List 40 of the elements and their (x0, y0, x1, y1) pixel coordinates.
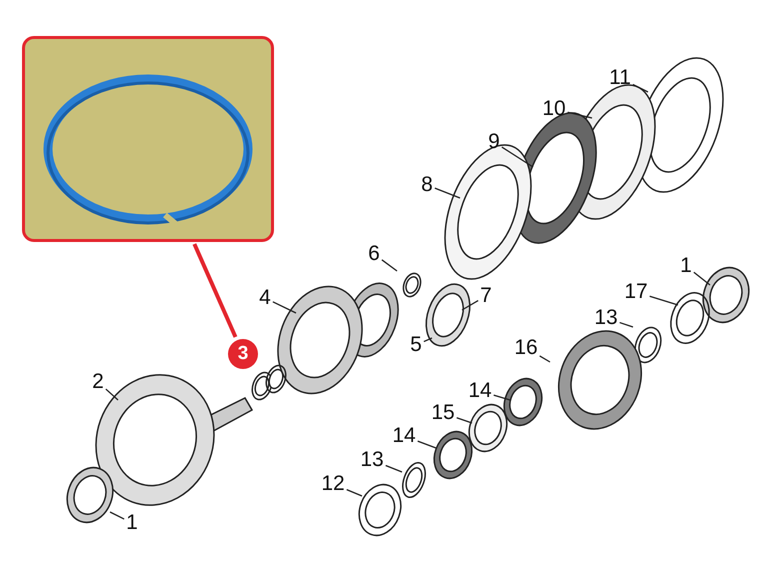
leader-line (568, 112, 592, 119)
leader-line (456, 417, 472, 424)
callout-number: 2 (92, 370, 104, 394)
connector-line (192, 243, 238, 338)
callout-number: 1 (680, 254, 692, 278)
callout-number: 5 (410, 333, 422, 357)
callout-number: 8 (421, 173, 433, 197)
callout-number: 13 (594, 306, 618, 330)
callout-number: 11 (609, 66, 631, 90)
leader-line (110, 511, 124, 520)
leader-line (381, 259, 398, 272)
leader-line (272, 301, 296, 314)
callout-number: 17 (624, 280, 648, 304)
callout-number: 14 (468, 379, 492, 403)
ring-photo (22, 36, 274, 242)
callout-number: 10 (542, 97, 566, 121)
callout-number: 3 (228, 339, 258, 369)
leader-line (434, 187, 460, 199)
leader-line (346, 489, 362, 497)
leader-line (105, 388, 118, 400)
leader-line (539, 355, 550, 363)
callout-number: 16 (514, 336, 538, 360)
leader-line (502, 146, 534, 168)
callout-number: 4 (259, 286, 271, 310)
leader-line (417, 440, 436, 449)
callout-number: 6 (368, 242, 380, 266)
callout-number: 12 (321, 472, 345, 496)
callout-number: 15 (431, 401, 455, 425)
leader-line (385, 464, 402, 473)
callout-number: 7 (480, 284, 492, 308)
leader-line (649, 296, 678, 306)
leader-line (632, 84, 648, 93)
leader-line (462, 300, 478, 311)
callout-number: 14 (392, 424, 416, 448)
leader-line (494, 394, 510, 401)
callout-number: 13 (360, 448, 384, 472)
leader-line (424, 337, 432, 342)
leader-line (693, 272, 710, 286)
callout-number: 1 (126, 511, 138, 535)
leader-line (619, 322, 634, 328)
